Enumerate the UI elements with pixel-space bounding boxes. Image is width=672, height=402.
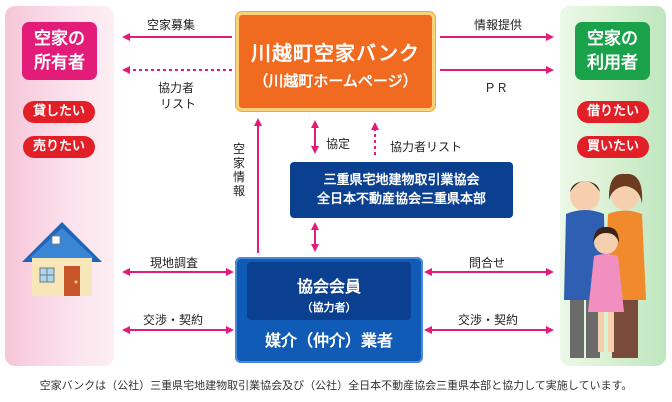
user-action-buy: 買いたい bbox=[577, 136, 649, 158]
association-line2: 全日本不動産協会三重県本部 bbox=[316, 192, 486, 207]
owner-title-line1: 空家の bbox=[34, 29, 85, 49]
house-illustration bbox=[22, 222, 102, 296]
broker-label: 媒介（仲介）業者 bbox=[264, 331, 393, 350]
vacant-house-bank-box: 川越町空家バンク （川越町ホームページ） bbox=[236, 12, 435, 111]
association-line1: 三重県宅地建物取引業協会 bbox=[323, 173, 480, 188]
owner-title: 空家の 所有者 bbox=[22, 22, 97, 80]
family-illustration bbox=[564, 173, 646, 358]
label-agreement: 協定 bbox=[326, 137, 351, 151]
bank-name: 川越町空家バンク bbox=[251, 41, 420, 65]
user-action-borrow: 借りたい bbox=[577, 101, 649, 123]
footer-note: 空家バンクは（公社）三重県宅地建物取引業協会及び（公社）全日本不動産協会三重県本… bbox=[39, 379, 633, 392]
label-partner-list-line1: 協力者 bbox=[158, 81, 195, 95]
user-title: 空家の 利用者 bbox=[575, 22, 650, 80]
label-vacancy-info: 空家情報 bbox=[233, 142, 246, 198]
bank-subtitle: （川越町ホームページ） bbox=[253, 72, 418, 90]
label-partner-list: 協力者リスト bbox=[390, 140, 463, 154]
label-negotiation-left: 交渉・契約 bbox=[143, 313, 204, 327]
label-inquiry: 問合せ bbox=[469, 256, 506, 270]
owner-title-line2: 所有者 bbox=[34, 53, 85, 73]
owner-action-sell: 売りたい bbox=[23, 136, 95, 158]
association-box: 三重県宅地建物取引業協会 全日本不動産協会三重県本部 bbox=[290, 162, 513, 218]
user-title-line1: 空家の bbox=[587, 29, 638, 49]
label-pr: ＰＲ bbox=[484, 81, 509, 95]
label-partner-list-line2: リスト bbox=[160, 97, 197, 111]
label-recruit: 空家募集 bbox=[147, 18, 196, 32]
owner-action-rent: 貸したい bbox=[23, 101, 95, 123]
label-info-provide: 情報提供 bbox=[474, 18, 523, 32]
user-title-line2: 利用者 bbox=[587, 53, 638, 73]
member-subtitle: （協力者） bbox=[301, 301, 357, 314]
label-site-survey: 現地調査 bbox=[150, 256, 199, 270]
member-title: 協会会員 bbox=[296, 277, 361, 296]
label-negotiation-right: 交渉・契約 bbox=[458, 313, 519, 327]
member-inner-box: 協会会員 （協力者） bbox=[247, 262, 411, 320]
